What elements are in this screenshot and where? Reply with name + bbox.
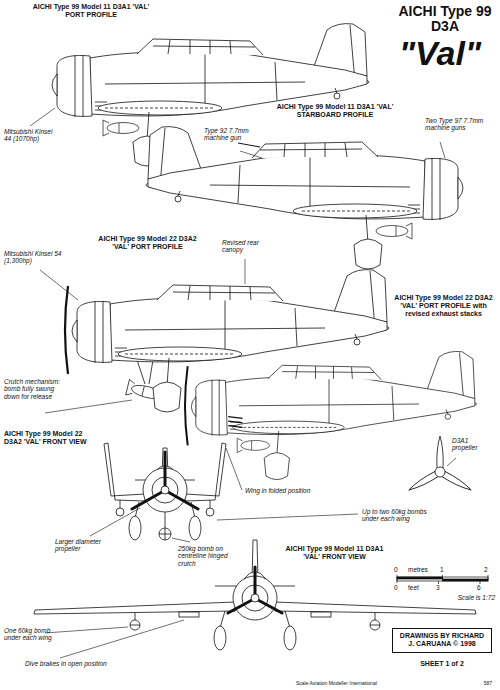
callout-label: 587: [466, 681, 492, 687]
credit-box: DRAWINGS BY RICHARD J. CARUANA © 1998: [392, 628, 492, 653]
callout-label: feet: [408, 584, 438, 591]
callout-label: 0: [394, 584, 404, 591]
view-title: AICHI Type 99 Model 22 D3A2 'VAL' PORT P…: [392, 294, 495, 318]
view-title: AICHI Type 99 Model 11 D3A1 'VAL' FRONT …: [282, 545, 387, 561]
callout-label: Up to two 60kg bombs under each wing: [362, 508, 437, 523]
callout-label: 1: [440, 566, 450, 573]
callout-label: Two Type 97 7.7mm machine guns: [425, 117, 493, 132]
callout-label: Dive brakes in open position: [25, 660, 107, 667]
view-title: AICHI Type 99 Model 22 D3A2 'VAL' FRONT …: [4, 430, 96, 446]
callout-label: 6: [477, 584, 487, 591]
callout-label: Scale is 1:72: [420, 594, 495, 601]
callout-label: D3A1 propeller: [452, 437, 494, 452]
callout-label: Wing in folded position: [245, 487, 317, 494]
sheet-title: AICHI Type 99 D3A: [395, 4, 495, 35]
callout-label: Crutch mechanism: bomb fully swung down …: [4, 378, 60, 400]
callout-label: 0: [394, 566, 404, 573]
callout-label: "Val": [385, 36, 495, 70]
callout-label: Revised rear canopy: [222, 239, 272, 254]
callout-label: Scale Aviation Modeller International: [296, 681, 426, 687]
callout-label: Mitsubishi Kinsei 54 (1,300hp): [4, 250, 84, 265]
callout-label: 250kg bomb on centreline hinged crutch: [178, 545, 236, 567]
callout-label: 3: [436, 584, 446, 591]
callout-label: Type 92 7.7mm machine gun: [204, 127, 256, 142]
view-title: AICHI Type 99 Model 11 D3A1 'VAL' PORT P…: [30, 3, 152, 19]
callout-label: Larger diameter propeller: [55, 538, 110, 553]
callout-label: One 60kg bomb under each wing: [4, 627, 59, 642]
view-title: SHEET 1 of 2: [392, 660, 492, 668]
callout-label: metres: [408, 566, 438, 573]
view-title: AICHI Type 99 Model 22 D3A2 'VAL' PORT P…: [90, 235, 205, 251]
callout-label: Mitsubishi Kinsei 44 (1070hp): [4, 128, 56, 143]
callout-label: 2: [484, 566, 494, 573]
view-title: AICHI Type 99 Model 11 D3A1 'VAL' STARBO…: [265, 103, 405, 119]
credit-text: DRAWINGS BY RICHARD J. CARUANA © 1998: [397, 632, 487, 648]
